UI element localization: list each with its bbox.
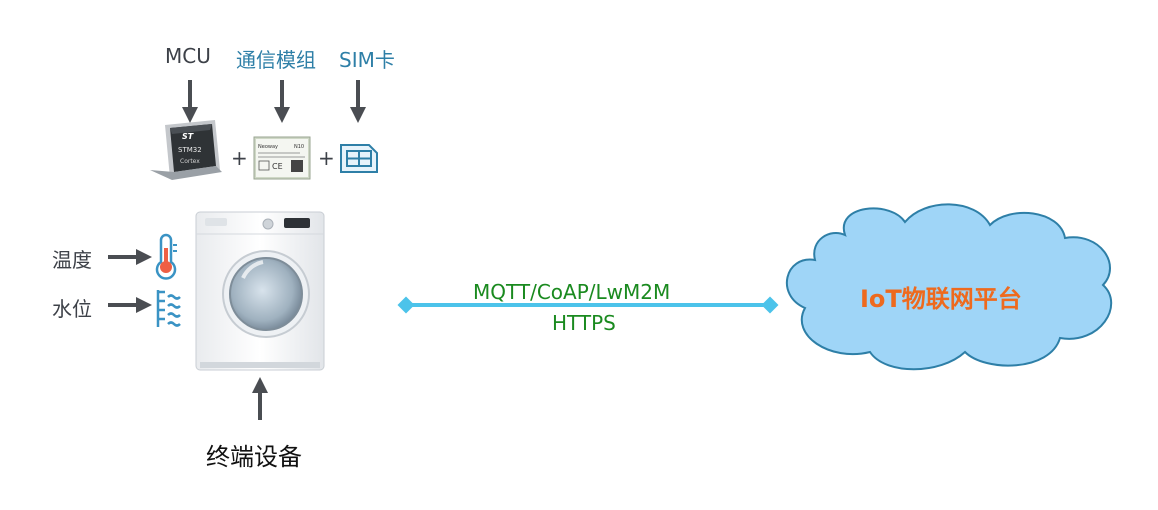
label-mcu: MCU [165,44,211,68]
label-temperature: 温度 [52,248,92,272]
sim-card-icon [340,144,378,173]
plus-sign: + [318,146,335,170]
label-water-level: 水位 [52,297,92,321]
https-label: HTTPS [552,311,616,335]
mcu-chip-icon: ST STM32 Cortex [150,120,222,180]
chip-brand: ST [182,132,194,141]
plus-sign: + [231,146,248,170]
washing-machine-icon [195,211,325,371]
water-level-icon [156,290,181,327]
platform-title: IoT物联网平台 [860,285,1022,313]
cloud-icon [786,203,1113,371]
chip-line2: Cortex [180,158,200,165]
protocol-label: MQTT/CoAP/LwM2M [473,280,671,304]
chip-line1: STM32 [178,146,202,154]
connection-link [397,296,779,314]
label-sim: SIM卡 [339,48,395,72]
thermometer-icon [155,233,177,280]
device-title: 终端设备 [206,443,302,471]
comm-module-icon: Neoway N10 CE [253,136,311,180]
label-comm-module: 通信模组 [236,48,316,72]
module-brand: Neoway [258,144,278,150]
svg-text:CE: CE [272,162,283,171]
module-model: N10 [294,144,304,150]
